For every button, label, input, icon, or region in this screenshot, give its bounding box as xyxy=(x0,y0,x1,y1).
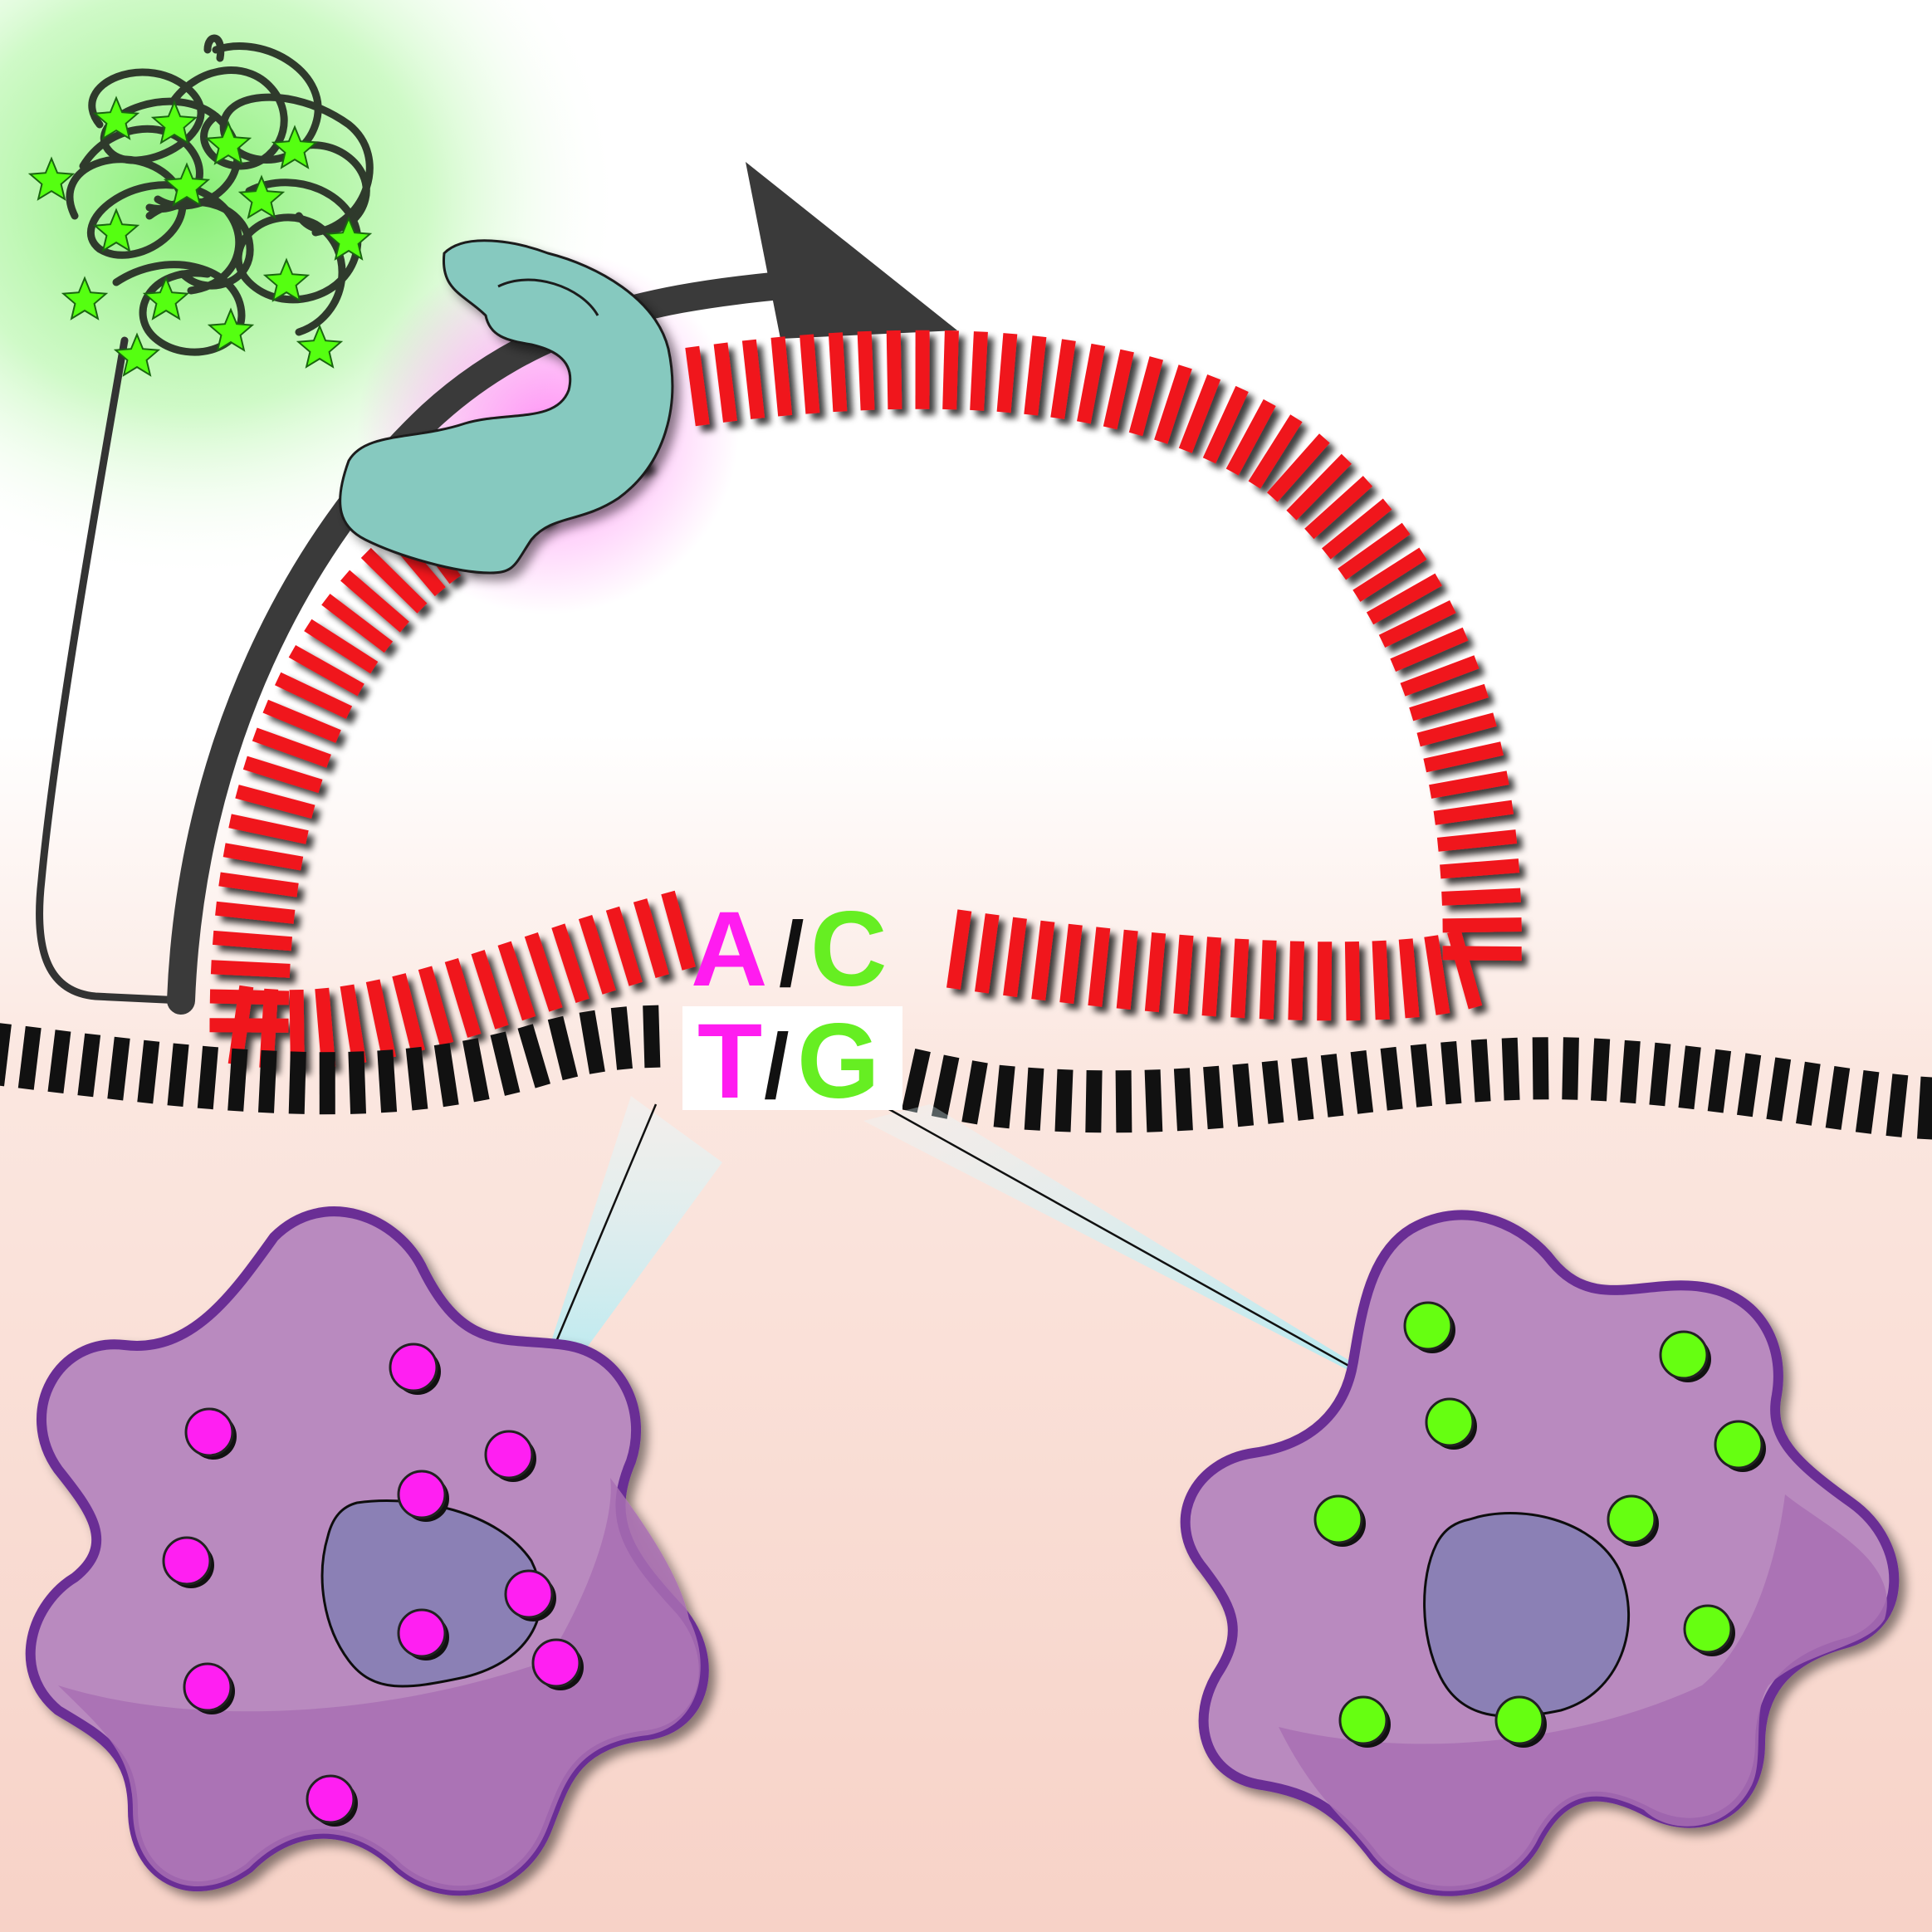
rna-base xyxy=(1345,942,1361,1020)
rna-base xyxy=(916,330,930,409)
granule xyxy=(399,1610,445,1656)
allele-top-right: C xyxy=(810,890,887,1009)
allele-top-left: A xyxy=(691,890,767,1009)
allele-bottom-left: T xyxy=(697,1002,762,1121)
granule xyxy=(1315,1496,1362,1543)
granule xyxy=(164,1538,210,1584)
dna-base xyxy=(1533,1037,1549,1099)
dna-base xyxy=(258,1050,277,1113)
granule xyxy=(486,1431,532,1478)
dna-base xyxy=(643,1005,660,1069)
dna-base xyxy=(1502,1038,1520,1101)
granule xyxy=(1426,1399,1473,1445)
granule xyxy=(390,1344,437,1391)
rna-base xyxy=(887,330,902,409)
dna-base xyxy=(1116,1070,1132,1132)
dna-base xyxy=(1055,1069,1074,1132)
dna-base xyxy=(289,1051,306,1114)
rna-base xyxy=(1288,942,1304,1020)
granule xyxy=(1340,1697,1387,1744)
granule xyxy=(307,1776,354,1822)
allele-bottom-slash: / xyxy=(764,1015,790,1118)
granule xyxy=(1405,1303,1451,1349)
granule xyxy=(533,1640,580,1686)
rna-base xyxy=(210,1018,289,1032)
rna-base xyxy=(1317,942,1332,1020)
granule xyxy=(186,1409,232,1455)
granule xyxy=(1685,1606,1731,1652)
allele-bottom-right: G xyxy=(797,1002,880,1121)
granule xyxy=(1715,1421,1762,1468)
dna-base xyxy=(320,1052,335,1114)
granule xyxy=(184,1664,231,1710)
dna-base xyxy=(348,1051,366,1114)
allele-top-slash: / xyxy=(779,903,805,1005)
granule xyxy=(1608,1496,1655,1543)
granule xyxy=(399,1471,445,1518)
granule xyxy=(506,1571,552,1617)
granule xyxy=(1661,1332,1707,1378)
rna-base xyxy=(942,330,959,410)
dna-base xyxy=(1145,1069,1163,1132)
granule xyxy=(1496,1697,1543,1744)
dna-base xyxy=(1085,1070,1102,1132)
dna-base xyxy=(1562,1037,1579,1099)
rna-base xyxy=(1443,917,1522,932)
